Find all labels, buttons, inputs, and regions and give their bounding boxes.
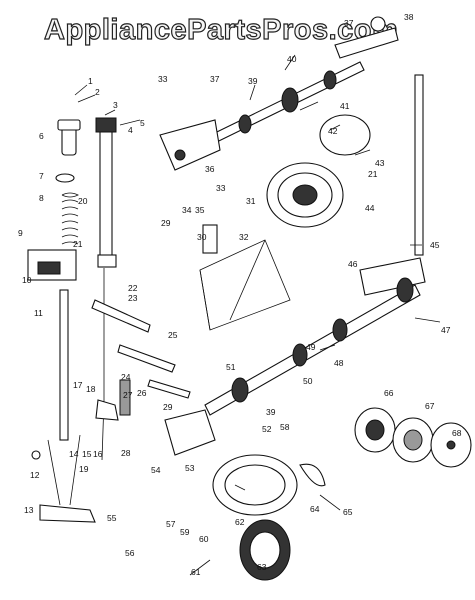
hook-assembly-part	[164, 409, 326, 581]
label-33b: 33	[216, 183, 226, 193]
label-37b: 37	[344, 18, 354, 28]
label-40: 40	[287, 54, 297, 64]
label-41: 41	[340, 101, 350, 111]
label-17: 17	[73, 380, 83, 390]
label-31: 31	[246, 196, 256, 206]
lower-shaft-part	[204, 277, 421, 416]
label-46: 46	[348, 259, 358, 269]
label-59: 59	[180, 527, 190, 537]
label-39a: 39	[248, 76, 258, 86]
label-13: 13	[24, 505, 34, 515]
label-58: 58	[280, 422, 290, 432]
label-23: 23	[128, 293, 138, 303]
label-30: 30	[197, 232, 207, 242]
label-35: 35	[195, 205, 205, 215]
label-21b: 21	[368, 169, 378, 179]
label-64: 64	[310, 504, 320, 514]
label-19: 19	[79, 464, 89, 474]
label-11: 11	[34, 308, 43, 318]
label-2: 2	[95, 87, 100, 97]
label-62: 62	[235, 517, 245, 527]
label-25: 25	[168, 330, 178, 340]
label-67: 67	[425, 401, 435, 411]
label-48: 48	[334, 358, 344, 368]
label-14: 14	[69, 449, 79, 459]
label-6: 6	[39, 131, 44, 141]
needle-bar-part	[95, 117, 131, 461]
label-32: 32	[239, 232, 249, 242]
label-3: 3	[113, 100, 118, 110]
label-57: 57	[166, 519, 176, 529]
label-37a: 37	[210, 74, 220, 84]
label-5: 5	[140, 118, 145, 128]
label-55: 55	[107, 513, 117, 523]
label-29b: 29	[163, 402, 173, 412]
label-29a: 29	[161, 218, 171, 228]
label-47: 47	[441, 325, 451, 335]
label-34: 34	[182, 205, 192, 215]
label-12: 12	[30, 470, 40, 480]
right-rod-part	[359, 74, 426, 296]
label-60: 60	[199, 534, 209, 544]
label-42: 42	[328, 126, 338, 136]
label-50: 50	[303, 376, 313, 386]
hand-wheel-part	[266, 114, 371, 228]
label-66: 66	[384, 388, 394, 398]
label-33a: 33	[158, 74, 168, 84]
label-8: 8	[39, 193, 44, 203]
label-26: 26	[137, 388, 147, 398]
label-21a: 21	[73, 239, 83, 249]
label-65: 65	[343, 507, 353, 517]
label-52: 52	[262, 424, 272, 434]
label-51: 51	[226, 362, 236, 372]
label-1: 1	[88, 76, 93, 86]
label-15: 15	[82, 449, 92, 459]
label-22: 22	[128, 283, 138, 293]
label-56: 56	[125, 548, 135, 558]
bobbin-case-part	[354, 407, 472, 468]
label-44: 44	[365, 203, 375, 213]
label-7: 7	[39, 171, 44, 181]
label-4: 4	[128, 125, 133, 135]
label-49: 49	[306, 342, 316, 352]
label-39b: 39	[266, 407, 276, 417]
presser-bar-part	[27, 119, 96, 523]
label-20: 20	[78, 196, 88, 206]
label-16: 16	[93, 449, 103, 459]
label-54: 54	[151, 465, 161, 475]
label-61: 61	[191, 567, 201, 577]
arm-shaft-part	[159, 16, 399, 171]
label-43: 43	[375, 158, 385, 168]
label-28: 28	[121, 448, 131, 458]
feed-linkage-part	[91, 224, 291, 399]
label-18: 18	[86, 384, 96, 394]
label-68: 68	[452, 428, 462, 438]
label-36: 36	[205, 164, 215, 174]
watermark: AppliancePartsPros.com	[43, 13, 399, 46]
label-10: 10	[22, 275, 32, 285]
label-9: 9	[18, 228, 23, 238]
label-38: 38	[404, 12, 414, 22]
label-27: 27	[123, 390, 133, 400]
label-63: 63	[257, 562, 267, 572]
label-53: 53	[185, 463, 195, 473]
label-45: 45	[430, 240, 440, 250]
label-24: 24	[121, 372, 131, 382]
